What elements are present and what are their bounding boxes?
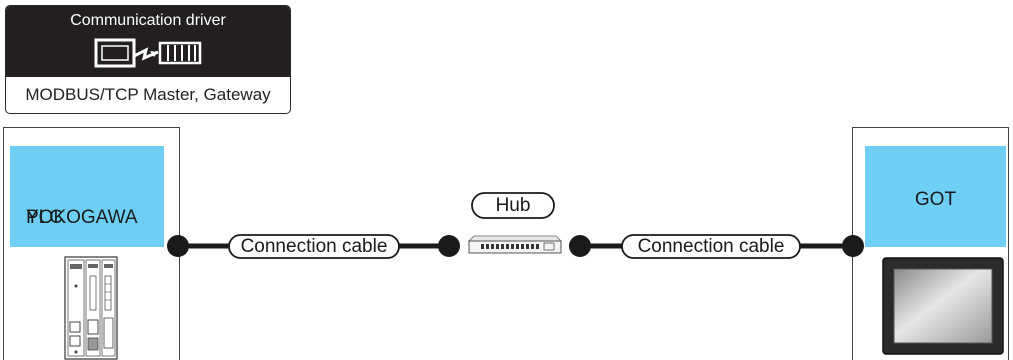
right-cable-pill: [621, 234, 801, 259]
hub-pill: [471, 192, 555, 219]
hub-icon: [468, 235, 562, 254]
plc-unit-icon: [64, 256, 118, 360]
driver-title: Communication driver: [70, 12, 226, 29]
driver-header: Communication driver: [6, 6, 290, 77]
plc-label-line1: YOKOGAWA: [26, 207, 138, 228]
got-panel-icon: [882, 257, 1004, 355]
hub-label: Hub: [495, 195, 531, 216]
right-cable-label: Connection cable: [637, 236, 785, 257]
communication-driver-badge: Communication driver MODBUS/TCP Master, …: [5, 5, 291, 114]
driver-name: MODBUS/TCP Master, Gateway: [25, 85, 271, 104]
got-label: GOT: [914, 189, 957, 210]
got-label-box: GOT: [865, 146, 1006, 247]
left-cable-label: Connection cable: [240, 236, 388, 257]
left-cable-pill: [228, 234, 400, 259]
hub-left-port-dot: [438, 235, 460, 257]
got-port-dot: [842, 235, 864, 257]
driver-connection-icon: [94, 38, 202, 68]
plc-label-line2: PLC: [26, 207, 63, 228]
plc-port-dot: [167, 235, 189, 257]
hub-right-port-dot: [569, 235, 591, 257]
got-device-box: GOT: [852, 127, 1009, 360]
